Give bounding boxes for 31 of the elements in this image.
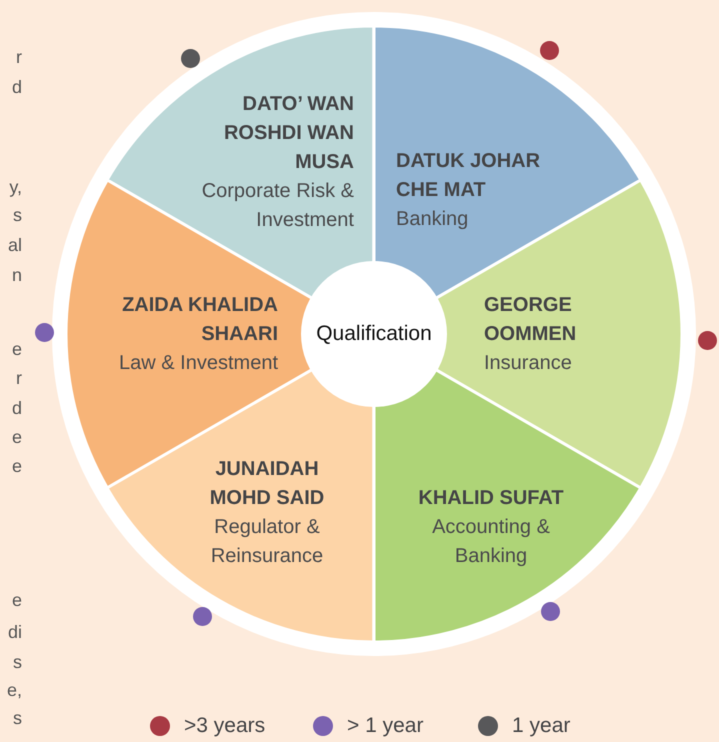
cropped-text: n: [12, 264, 22, 286]
cropped-text: r: [16, 46, 22, 68]
cropped-text: e: [12, 426, 22, 448]
member-name: KHALID SUFAT: [417, 486, 565, 511]
cropped-text: d: [12, 76, 22, 98]
cropped-text: r: [16, 367, 22, 389]
member-name: DATO’ WAN ROSHDI WAN MUSA: [222, 92, 354, 175]
qualification-text: Regulator & Reinsurance: [210, 515, 324, 569]
legend-label: > 1 year: [347, 714, 424, 738]
cropped-text: di: [8, 621, 22, 643]
cropped-text: y,: [9, 176, 22, 198]
legend-label: >3 years: [184, 714, 266, 738]
qualification-text: Insurance: [484, 351, 573, 376]
cropped-text: e: [12, 589, 22, 611]
cropped-text: d: [12, 397, 22, 419]
qualification-text: Corporate Risk & Investment: [200, 179, 354, 233]
cropped-text: s: [13, 707, 22, 729]
cropped-text: s: [13, 651, 22, 673]
member-name: JUNAIDAH MOHD SAID: [208, 457, 326, 511]
cropped-text: e: [12, 338, 22, 360]
legend-label: 1 year: [512, 714, 570, 738]
cropped-text: e: [12, 455, 22, 477]
cropped-text: e,: [6, 679, 22, 701]
qualification-text: Accounting & Banking: [431, 515, 551, 569]
member-name: DATUK JOHAR CHE MAT: [396, 149, 542, 203]
member-name: GEORGE OOMMEN: [484, 293, 578, 347]
cropped-text: al: [8, 234, 22, 256]
qualification-text: Banking: [396, 207, 470, 232]
member-name: ZAIDA KHALIDA SHAARI: [121, 293, 278, 347]
qualification-text: Law & Investment: [118, 351, 278, 376]
cropped-text: s: [13, 204, 22, 226]
